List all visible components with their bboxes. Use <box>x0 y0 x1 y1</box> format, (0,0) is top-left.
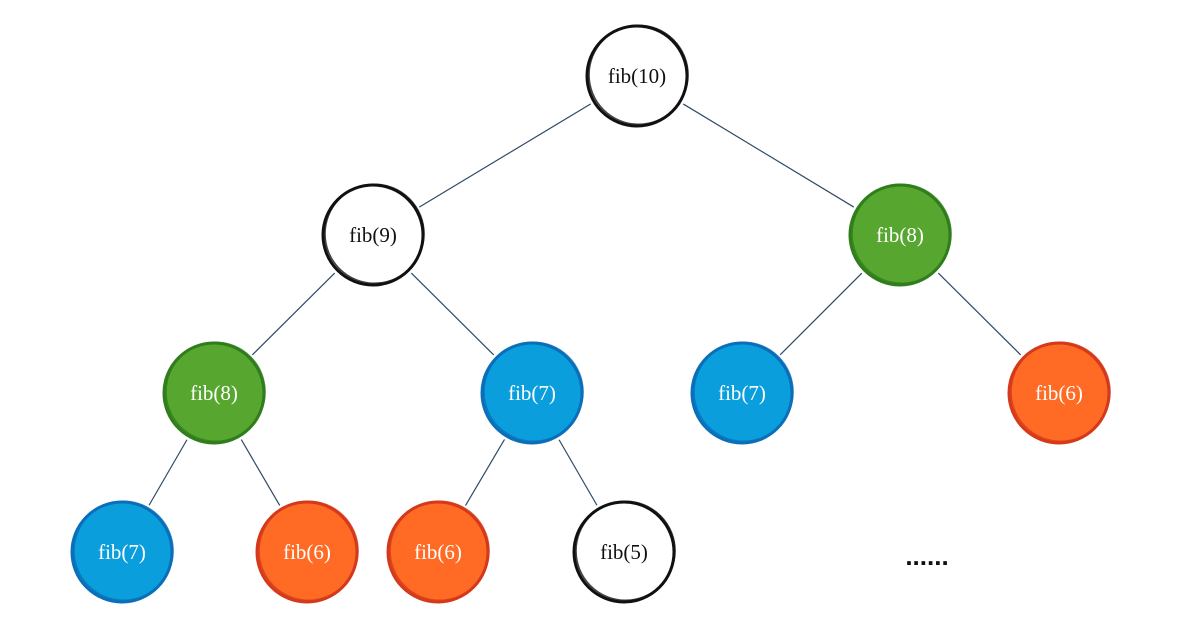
node-circle-sketch <box>165 341 266 443</box>
node-label: fib(7) <box>508 381 556 405</box>
tree-edge <box>410 272 495 356</box>
tree-edge <box>240 439 281 506</box>
node-circle-sketch <box>693 341 794 443</box>
node-label: fib(7) <box>718 381 766 405</box>
node-label: fib(9) <box>349 223 397 247</box>
nodes-layer: fib(10) fib(9) fib(8) fib(8) fib(7) fib(7) fib… <box>70 24 1111 604</box>
tree-node: fib(7) <box>70 500 174 604</box>
node-label: fib(6) <box>414 540 462 564</box>
tree-node: fib(10) <box>585 24 689 128</box>
tree-node: fib(7) <box>690 341 794 445</box>
tree-node: fib(8) <box>162 341 266 445</box>
continuation-ellipsis: ...... <box>905 541 948 571</box>
tree-edge <box>148 439 188 506</box>
tree-node: fib(7) <box>480 341 584 445</box>
node-circle-sketch <box>483 341 584 443</box>
tree-edge <box>558 439 598 506</box>
edges-layer <box>148 103 1022 506</box>
node-label: fib(5) <box>600 540 648 564</box>
tree-edge <box>937 272 1022 356</box>
node-circle-sketch <box>588 24 689 126</box>
node-label: fib(7) <box>98 540 146 564</box>
tree-edge <box>779 272 863 356</box>
node-label: fib(6) <box>1035 381 1083 405</box>
tree-edge <box>464 439 506 506</box>
tree-node: fib(6) <box>255 500 359 604</box>
tree-node: fib(5) <box>572 500 676 604</box>
tree-node: fib(6) <box>386 500 490 604</box>
tree-edge <box>682 103 855 208</box>
tree-edge <box>251 272 336 356</box>
tree-node: fib(6) <box>1007 341 1111 445</box>
node-label: fib(8) <box>190 381 238 405</box>
node-circle-sketch <box>1010 341 1111 443</box>
node-circle-sketch <box>389 500 490 602</box>
node-circle-sketch <box>258 500 359 602</box>
node-label: fib(6) <box>283 540 331 564</box>
node-circle-sketch <box>73 500 174 602</box>
tree-node: fib(8) <box>848 183 952 287</box>
node-circle-sketch <box>575 500 676 602</box>
tree-edge <box>418 103 592 208</box>
node-circle-sketch <box>851 183 952 285</box>
node-circle-sketch <box>324 183 425 285</box>
node-label: fib(8) <box>876 223 924 247</box>
tree-node: fib(9) <box>321 183 425 287</box>
node-label: fib(10) <box>608 64 666 88</box>
